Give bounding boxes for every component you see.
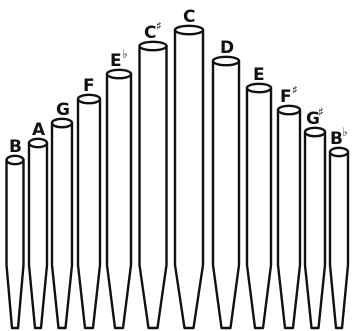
pipe-top	[105, 68, 133, 80]
pipe-top	[173, 24, 205, 36]
pipe-note-label: D	[220, 38, 234, 58]
pipe-note-label: F	[83, 76, 95, 96]
pipe-body	[50, 121, 74, 330]
organ-pipe-5: E♭	[105, 47, 133, 330]
pipe-note-label: E	[253, 65, 265, 85]
pipe-top	[328, 146, 350, 158]
pipe-top	[76, 93, 102, 105]
organ-pipe-4: F	[76, 76, 102, 330]
organ-pipe-11: G♯	[303, 105, 327, 330]
pipe-top	[50, 117, 74, 129]
pipe-note-label: B	[330, 129, 343, 149]
organ-pipe-6: C♯	[138, 19, 168, 330]
pipe-body	[138, 44, 168, 330]
pipe-top	[27, 137, 49, 149]
pipe-accidental-label: ♯	[156, 19, 162, 33]
pipe-top	[5, 154, 25, 166]
pipe-note-label: C	[144, 23, 156, 43]
pipe-note-label: A	[32, 120, 46, 140]
pipe-body	[5, 158, 25, 330]
organ-pipe-8: D	[211, 38, 241, 330]
pipe-note-label: E	[110, 51, 122, 71]
organ-pipe-7: C	[173, 7, 205, 330]
pipe-body	[276, 108, 302, 330]
pipe-body	[245, 86, 273, 330]
pipe-body	[211, 59, 241, 330]
pipe-body	[76, 97, 102, 330]
pipe-body	[173, 28, 205, 330]
pipe-note-label: G	[56, 100, 70, 120]
pipe-body	[328, 150, 350, 330]
pipe-accidental-label: ♭	[342, 125, 348, 139]
organ-pipe-3: G	[50, 100, 74, 330]
pipe-top	[245, 82, 273, 94]
pipe-accidental-label: ♭	[122, 47, 128, 61]
pipe-note-label: B	[9, 137, 22, 157]
pipe-top	[138, 40, 168, 52]
organ-pipe-1: B	[5, 137, 25, 330]
pipe-top	[303, 126, 327, 138]
organ-pipe-2: A	[27, 120, 49, 330]
organ-pipe-12: B♭	[328, 125, 350, 330]
pipe-note-label: G	[306, 109, 320, 129]
pipe-body	[105, 72, 133, 330]
pipe-body	[303, 130, 327, 330]
pipe-top	[276, 104, 302, 116]
organ-pipe-10: F♯	[276, 83, 302, 330]
pipe-body	[27, 141, 49, 330]
pipe-top	[211, 55, 241, 67]
pipe-accidental-label: ♯	[318, 105, 324, 119]
pipe-note-label: C	[183, 7, 195, 27]
pipe-note-label: F	[280, 87, 292, 107]
organ-pipe-9: E	[245, 65, 273, 330]
pipe-accidental-label: ♯	[292, 83, 298, 97]
